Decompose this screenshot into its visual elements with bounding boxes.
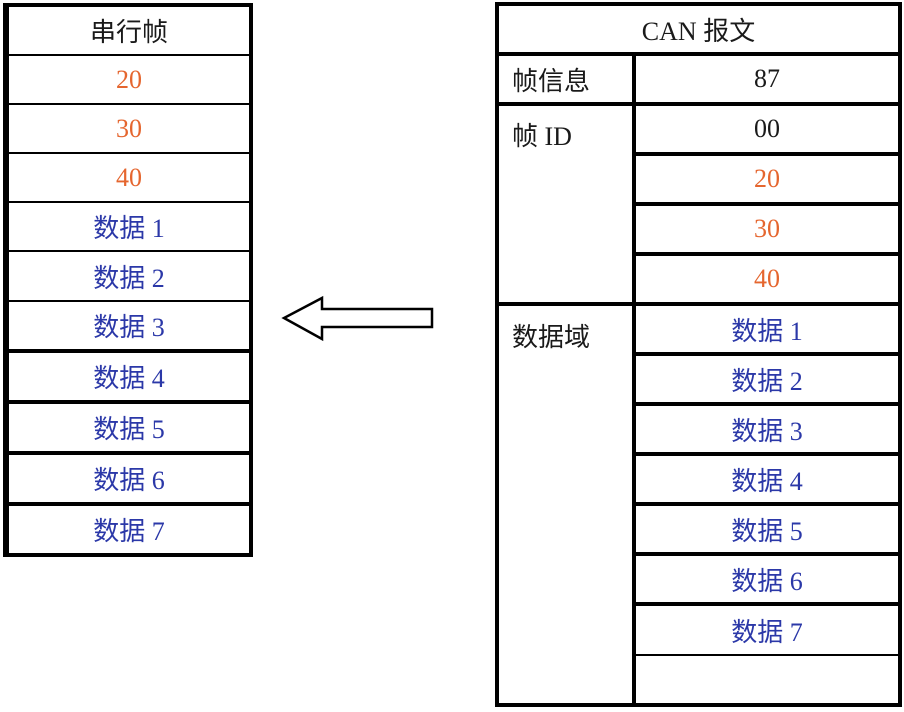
table-row: 数据 4 [9,353,249,404]
cell-text: 20 [116,64,142,94]
left-arrow-icon [280,293,436,343]
serial-frame-table: 串行帧 20 30 40 数据 1 数据 2 数据 3 数据 4 数据 5 数据… [3,3,253,557]
label-frame-id: 帧 ID [499,106,632,306]
cell-text: 数据 1 [93,214,165,244]
cell-text: 30 [116,113,142,143]
cell-text: 数据 6 [93,465,165,495]
value-column: 87 00 20 30 40 数据 1 数据 2 [636,56,898,703]
table-row: 数据 6 [9,455,249,506]
can-message-title: CAN 报文 [641,16,756,46]
table-cell: 数据 6 [636,556,898,606]
serial-frame-title: 串行帧 [89,18,168,48]
cell-text: 数据 7 [731,617,803,647]
cell-text: 数据 2 [731,366,803,396]
table-row: 30 [9,105,249,155]
table-cell-empty [636,656,898,703]
cell-text: 数据 1 [731,316,803,346]
table-row: 数据 5 [9,404,249,455]
cell-text: 数据 3 [731,416,803,446]
cell-text: 87 [754,64,780,93]
cell-text: 数据 5 [93,414,165,444]
cell-text: 数据 7 [93,516,165,546]
cell-text: 20 [754,164,780,193]
cell-text: 帧信息 [512,66,591,96]
serial-frame-title-row: 串行帧 [9,7,249,57]
table-row: 20 [9,56,249,106]
label-data-field: 数据域 [499,306,632,703]
table-cell: 数据 5 [636,506,898,556]
table-cell: 数据 4 [636,456,898,506]
table-row: 数据 3 [9,302,249,353]
table-cell: 数据 7 [636,606,898,656]
cell-text: 数据域 [512,323,591,352]
cell-text: 40 [116,162,142,192]
table-cell: 30 [636,206,898,256]
table-row: 数据 2 [9,252,249,302]
cell-text: 40 [754,264,780,293]
can-message-table: CAN 报文 帧信息 帧 ID 数据域 87 00 [495,2,902,707]
table-row: 40 [9,154,249,204]
cell-text: 数据 4 [93,363,165,393]
cell-text: 数据 4 [731,466,803,496]
table-cell: 00 [636,106,898,156]
cell-text: 数据 3 [93,312,165,342]
table-cell: 87 [636,56,898,106]
can-message-title-row: CAN 报文 [499,6,898,56]
cell-text: 数据 5 [731,516,803,546]
label-column: 帧信息 帧 ID 数据域 [499,56,636,703]
table-row: 数据 1 [9,203,249,253]
table-cell: 40 [636,256,898,306]
label-frame-info: 帧信息 [499,56,632,106]
cell-text: 30 [754,214,780,243]
table-row: 数据 7 [9,506,249,553]
cell-text: 00 [754,114,780,143]
cell-text: 帧 ID [512,122,572,151]
table-cell: 数据 1 [636,306,898,356]
table-cell: 数据 3 [636,406,898,456]
table-cell: 数据 2 [636,356,898,406]
can-message-body: 帧信息 帧 ID 数据域 87 00 20 [499,56,898,703]
cell-text: 数据 6 [731,566,803,596]
cell-text: 数据 2 [93,263,165,293]
table-cell: 20 [636,156,898,206]
